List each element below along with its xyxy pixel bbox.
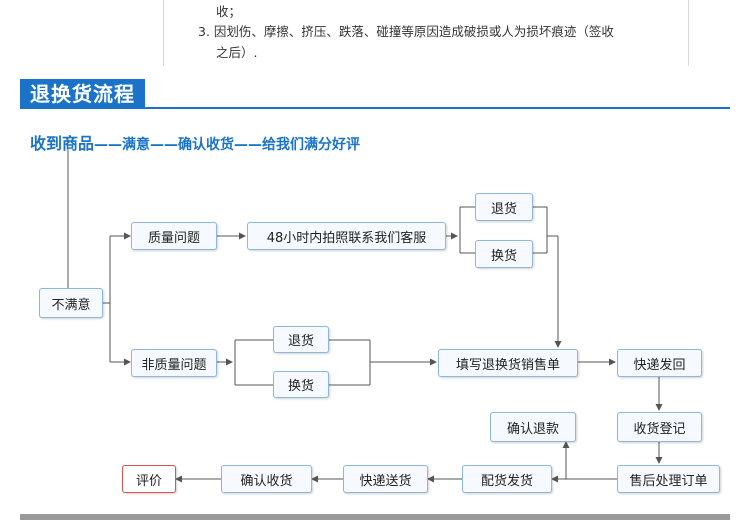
node-express-deliver: 快递送货 bbox=[343, 465, 428, 493]
node-after-sales: 售后处理订单 bbox=[617, 465, 720, 493]
top-note: 收； 3. 因划伤、摩擦、挤压、跌落、碰撞等原因造成破损或人为损坏痕迹（签收 之… bbox=[0, 0, 750, 70]
headline-satisfied-path: ——满意——确认收货——给我们满分好评 bbox=[94, 137, 361, 153]
note-line-3: 之后）. bbox=[216, 45, 258, 60]
node-review: 评价 bbox=[122, 465, 176, 493]
section-title: 退换货流程 bbox=[20, 79, 145, 109]
note-line-2: 3. 因划伤、摩擦、挤压、跌落、碰撞等原因造成破损或人为损坏痕迹（签收 bbox=[198, 24, 614, 39]
title-underline bbox=[20, 107, 730, 109]
node-non-quality-issue: 非质量问题 bbox=[131, 349, 217, 377]
bottom-divider bbox=[20, 514, 730, 520]
node-unsatisfied: 不满意 bbox=[39, 288, 103, 318]
node-ship-goods: 配货发货 bbox=[462, 465, 552, 493]
note-divider-left bbox=[163, 0, 164, 66]
node-receipt-register: 收货登记 bbox=[617, 412, 702, 442]
node-fill-form: 填写退换货销售单 bbox=[438, 349, 578, 377]
node-contact-service: 48小时内拍照联系我们客服 bbox=[247, 222, 446, 250]
node-express-return: 快递发回 bbox=[617, 349, 702, 377]
note-divider-right bbox=[688, 0, 689, 66]
note-line-1: 收； bbox=[216, 4, 242, 19]
headline-received: 收到商品 bbox=[30, 134, 95, 153]
node-return-b: 退货 bbox=[273, 326, 329, 353]
node-confirm-receipt: 确认收货 bbox=[221, 465, 312, 493]
node-exchange-b: 换货 bbox=[273, 371, 329, 398]
node-return-a: 退货 bbox=[475, 193, 533, 221]
node-confirm-refund: 确认退款 bbox=[490, 412, 576, 442]
satisfied-flow-headline: 收到商品——满意——确认收货——给我们满分好评 bbox=[30, 130, 360, 154]
node-quality-issue: 质量问题 bbox=[131, 222, 217, 250]
node-exchange-a: 换货 bbox=[475, 240, 533, 268]
